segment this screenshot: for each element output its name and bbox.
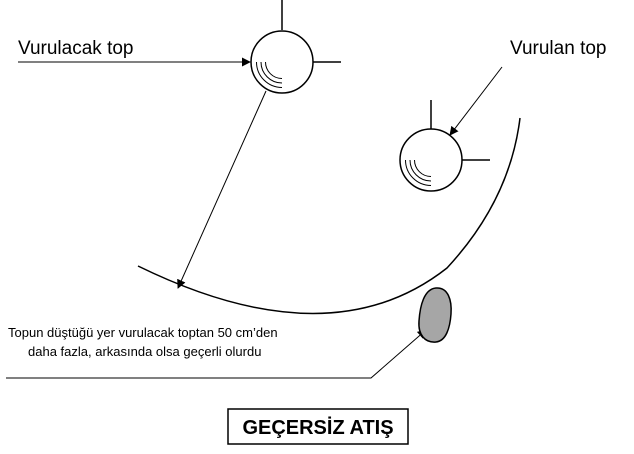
verdict-text: GEÇERSİZ ATIŞ xyxy=(242,416,393,439)
target-ball xyxy=(399,100,490,192)
distance-arc xyxy=(137,117,521,315)
note-line-2: daha fazla, arkasında olsa geçerli olurd… xyxy=(28,344,261,359)
note-line-1: Topun düştüğü yer vurulacak toptan 50 cm… xyxy=(8,325,278,340)
note-leader-arrow xyxy=(6,329,427,379)
cue-ball-label: Vurulacak top xyxy=(18,38,133,59)
landing-spot xyxy=(418,287,452,343)
cue-ball xyxy=(250,0,341,94)
target-ball-label: Vurulan top xyxy=(510,38,606,59)
radius-arrow xyxy=(177,90,267,289)
verdict-box xyxy=(227,408,409,445)
target-label-arrow xyxy=(449,66,503,136)
